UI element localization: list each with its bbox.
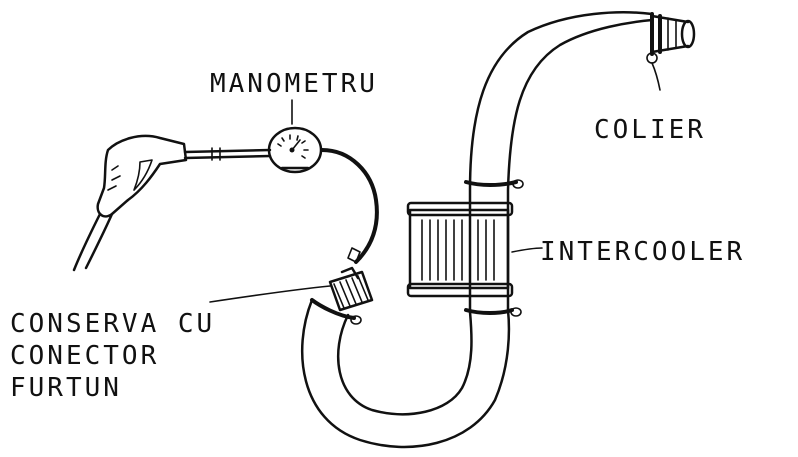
intercooler-top-tank [406,201,514,217]
air-line-to-connector [320,148,379,264]
manometer-gauge [267,126,323,174]
intercooler-fins [421,219,495,281]
line-coupler [211,147,221,161]
intercooler [406,201,514,298]
line-fitting [347,247,361,263]
hose-inner-edge [336,11,654,416]
label-conserva-line1: CONSERVA CU [10,309,215,339]
air-gun [72,134,188,272]
hose [301,11,654,449]
label-conserva-line2: CONECTOR [10,341,159,371]
label-conserva-line3: FURTUN [10,373,122,403]
hose-outer-edge [301,18,654,449]
label-intercooler: INTERCOOLER [540,237,745,267]
colier-clamp [646,12,696,91]
intercooler-bottom-tank [406,282,514,298]
leader-intercooler [511,247,543,253]
hose-clamp-lower [464,307,522,317]
hose-clamp-upper [464,179,524,189]
intercooler-core [408,208,510,290]
can-connector [310,266,374,325]
leader-conserva [209,285,331,303]
label-manometru: MANOMETRU [210,69,378,99]
air-line-to-manometer [183,148,272,160]
label-colier: COLIER [594,115,706,145]
